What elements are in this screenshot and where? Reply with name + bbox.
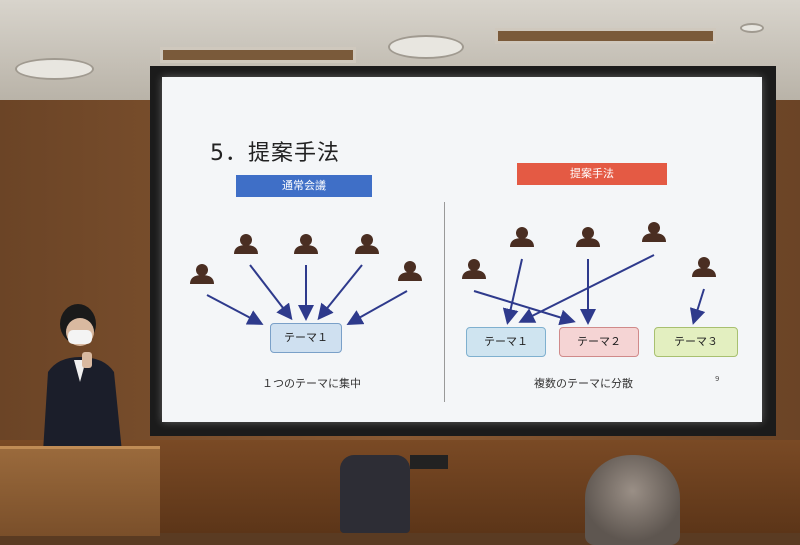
presentation-slide: 5．提案手法 通常会議 提案手法 bbox=[162, 77, 762, 422]
podium bbox=[0, 446, 160, 536]
theme-box-2: テーマ２ bbox=[559, 327, 639, 357]
ceiling-light bbox=[388, 35, 464, 59]
diagram-arrows bbox=[190, 222, 716, 326]
ceiling-light bbox=[15, 58, 94, 80]
normal-meeting-tag: 通常会議 bbox=[236, 175, 372, 197]
left-caption: １つのテーマに集中 bbox=[262, 377, 361, 390]
person-icon bbox=[510, 227, 534, 247]
ceiling-vent bbox=[495, 28, 716, 44]
proposed-method-tag: 提案手法 bbox=[517, 163, 667, 185]
person-icon bbox=[692, 257, 716, 277]
person-icon bbox=[462, 259, 486, 279]
slide-divider bbox=[444, 202, 445, 402]
slide-title: 5．提案手法 bbox=[210, 141, 340, 166]
person-icon bbox=[190, 264, 214, 284]
theme-box-left: テーマ１ bbox=[270, 323, 342, 353]
audience-member-head bbox=[585, 455, 680, 545]
person-icon bbox=[642, 222, 666, 242]
person-icon bbox=[355, 234, 379, 254]
person-icon bbox=[576, 227, 600, 247]
person-icon bbox=[234, 234, 258, 254]
right-caption: 複数のテーマに分散 bbox=[534, 377, 633, 390]
theme-box-1: テーマ１ bbox=[466, 327, 546, 357]
person-icon bbox=[398, 261, 422, 281]
chair bbox=[340, 455, 410, 533]
ceiling-light bbox=[740, 23, 764, 33]
presenter bbox=[43, 304, 122, 452]
theme-box-3: テーマ３ bbox=[654, 327, 738, 357]
ceiling-vent bbox=[160, 47, 356, 63]
slide-page-number: 9 bbox=[715, 375, 720, 383]
person-icon bbox=[294, 234, 318, 254]
av-device bbox=[410, 455, 448, 469]
